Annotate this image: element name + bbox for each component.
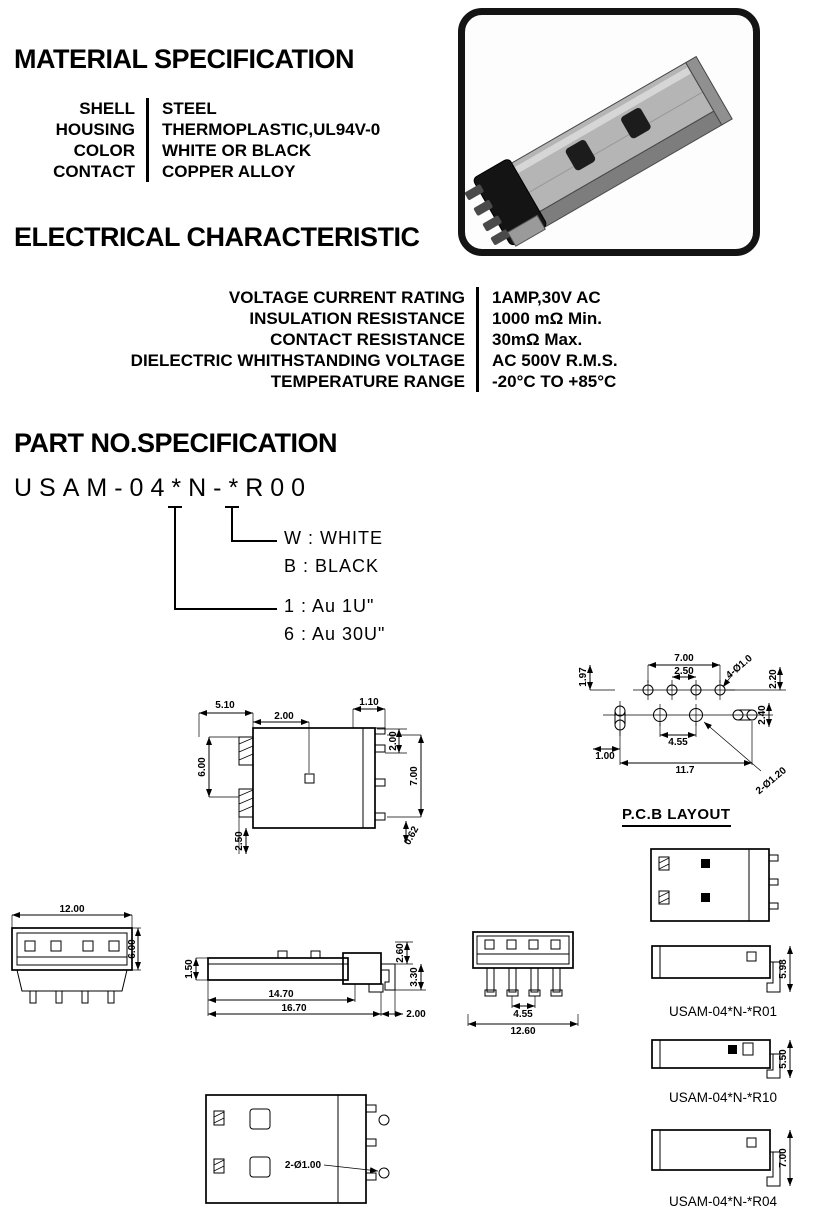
spec-value: 1000 mΩ Min.: [476, 308, 618, 329]
material-spec-title: MATERIAL SPECIFICATION: [14, 44, 355, 74]
dim-label: 6.00: [197, 757, 208, 777]
drawing-pcb-layout: 7.00 2.50 1.97 4-Ø1.0 2.20 4.55 1.00 11.…: [578, 653, 789, 797]
usb-plug: [465, 55, 733, 247]
variant-r04-outline: [651, 1129, 781, 1187]
part-no-spec-title: PART NO.SPECIFICATION: [14, 428, 338, 458]
spec-label: CONTACT RESISTANCE: [270, 330, 465, 349]
electrical-characteristic-title: ELECTRICAL CHARACTERISTIC: [14, 222, 420, 252]
dim-label: 2.00: [274, 711, 294, 722]
dim-label: 5.98: [778, 959, 789, 979]
dim-label: 2.40: [757, 705, 768, 725]
spec-value: THERMOPLASTIC,UL94V-0: [146, 119, 380, 140]
dim-label: 2.50: [674, 666, 694, 677]
dim-label: 4.55: [513, 1009, 533, 1020]
dim-label: 16.70: [281, 1003, 306, 1014]
drawing-connector-side-view: 1.50 2.60 3.30 14.70 16.70 2.00: [184, 941, 426, 1020]
front-view-dimensions: 12.00 6.00: [11, 904, 141, 971]
pcb-dimensions: 7.00 2.50 1.97 4-Ø1.0 2.20 4.55 1.00 11.…: [578, 653, 789, 797]
spec-value: WHITE OR BLACK: [146, 140, 380, 161]
pcb-holes: [603, 680, 773, 736]
dim-label: 1.50: [184, 959, 195, 979]
dim-label: 2.00: [388, 731, 399, 751]
dim-label: 7.00: [674, 653, 694, 664]
drawing-variant-r04: 7.00: [651, 1129, 793, 1187]
dim-label: 6.00: [127, 939, 138, 959]
dim-label: 1.00: [595, 751, 615, 762]
side-view-outline: [207, 950, 396, 993]
dim-label: 4.55: [668, 737, 688, 748]
dim-label: 11.7: [676, 765, 695, 776]
drawing-small-top-view: [650, 848, 779, 922]
drawing-variant-r01: 5.98: [651, 945, 793, 993]
pcb-layout-label: P.C.B LAYOUT: [622, 806, 731, 827]
spec-label: CONTACT: [53, 162, 135, 181]
top-view-dimensions: 5.10 2.00 1.10 2.00 6.00 7.00 2.50 0.62: [197, 697, 424, 854]
spec-value: -20°C TO +85°C: [476, 371, 618, 392]
part-option-connector-line: [174, 608, 277, 610]
drawing-connector-top-view: 5.10 2.00 1.10 2.00 6.00 7.00 2.50 0.62: [197, 697, 424, 854]
drawing-variant-r10: 5.50: [651, 1039, 793, 1079]
variant-r10-outline: [651, 1039, 781, 1079]
drawing-bottom-view: 2-Ø1.00: [205, 1094, 390, 1204]
color-option: W : WHITE: [284, 528, 383, 548]
dim-label: 2.50: [234, 831, 245, 851]
drawing-connector-front-view: 12.00 6.00: [11, 904, 141, 1004]
color-option: B : BLACK: [284, 556, 380, 576]
electrical-characteristic-table: VOLTAGE CURRENT RATING 1AMP,30V AC INSUL…: [14, 287, 618, 392]
dim-label: 12.60: [510, 1026, 535, 1036]
front-view2-dimensions: 4.55 12.60: [467, 996, 579, 1036]
top-view-outline: [238, 727, 386, 829]
dim-label: 12.00: [59, 904, 84, 915]
dim-label: 7.00: [409, 766, 420, 786]
spec-label: VOLTAGE CURRENT RATING: [228, 288, 465, 307]
dim-label: 0.62: [402, 824, 421, 847]
spec-label: DIELECTRIC WHITHSTANDING VOLTAGE: [130, 351, 465, 370]
variant-r01-outline: [651, 945, 781, 993]
side-view-dimensions: 1.50 2.60 3.30 14.70 16.70 2.00: [184, 941, 426, 1020]
dim-label: 1.97: [578, 667, 589, 687]
spec-value: COPPER ALLOY: [146, 161, 380, 182]
plating-option: 1 : Au 1U": [284, 596, 375, 616]
spec-value: 30mΩ Max.: [476, 329, 618, 350]
dim-label: 2.20: [768, 669, 779, 689]
spec-label: HOUSING: [55, 120, 135, 139]
dim-label: 5.10: [215, 700, 235, 711]
spec-value: STEEL: [146, 98, 380, 119]
variant-label-r01: USAM-04*N-*R01: [668, 1004, 778, 1019]
front-view2-outline: [472, 931, 574, 997]
material-spec-table: SHELL STEEL HOUSING THERMOPLASTIC,UL94V-…: [14, 98, 380, 182]
dim-label: 2.60: [395, 943, 406, 963]
part-option-connector-line: [231, 540, 277, 542]
dim-label: 5.50: [778, 1049, 789, 1069]
dim-label: 3.30: [409, 967, 420, 987]
plating-option: 6 : Au 30U": [284, 624, 386, 644]
dim-label: 2.00: [406, 1009, 426, 1020]
variant-label-r04: USAM-04*N-*R04: [668, 1194, 778, 1209]
dim-label: 2-Ø1.00: [285, 1160, 322, 1171]
dim-label: 1.10: [359, 697, 379, 708]
drawing-connector-front-view-legs: 4.55 12.60: [467, 931, 579, 1036]
dim-label: 7.00: [778, 1148, 789, 1168]
bottom-view-dimensions: 2-Ø1.00: [285, 1160, 379, 1174]
spec-value: 1AMP,30V AC: [476, 287, 618, 308]
part-option-connector-line: [231, 506, 233, 542]
part-option-connector-line: [174, 506, 176, 610]
usb-connector-photo: [465, 55, 733, 247]
small-top-view-outline: [650, 848, 779, 922]
spec-label: TEMPERATURE RANGE: [270, 372, 465, 391]
variant-label-r10: USAM-04*N-*R10: [668, 1090, 778, 1105]
product-photo-frame: [458, 8, 760, 256]
front-view-outline: [11, 927, 133, 1004]
spec-value: AC 500V R.M.S.: [476, 350, 618, 371]
dim-label: 14.70: [268, 989, 293, 1000]
spec-label: INSULATION RESISTANCE: [249, 309, 465, 328]
bottom-view-outline: [205, 1094, 390, 1204]
part-number: USAM-04*N-*R00: [14, 474, 313, 502]
spec-label: COLOR: [73, 141, 135, 160]
spec-label: SHELL: [79, 99, 135, 118]
dim-label: 4-Ø1.0: [724, 653, 755, 681]
